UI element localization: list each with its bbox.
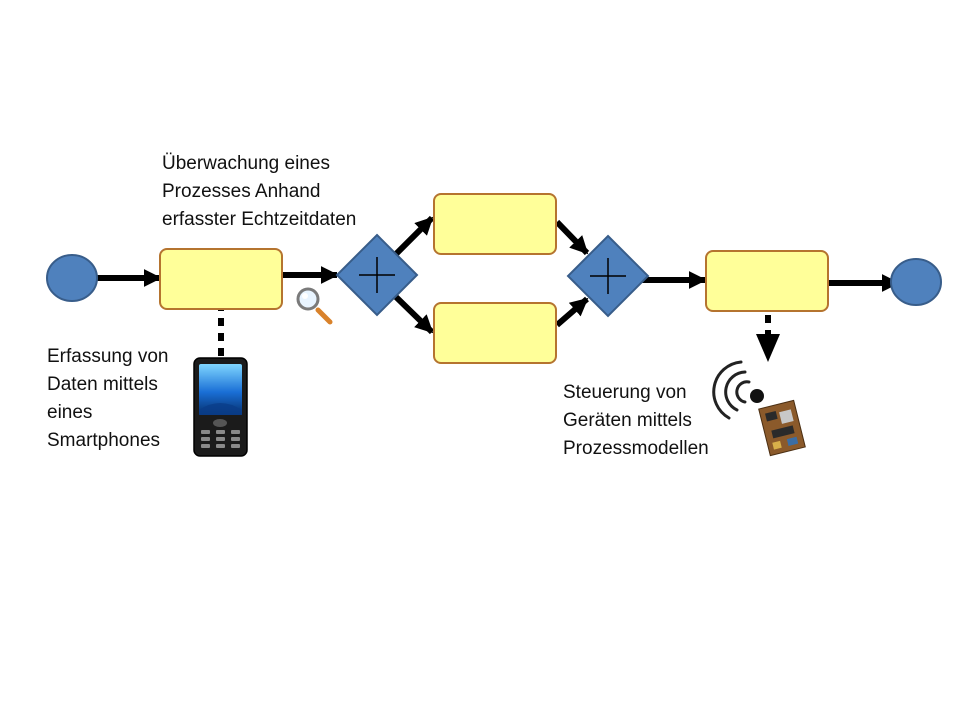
label-monitoring: Überwachung eines Prozesses Anhand erfas…	[162, 150, 356, 234]
association-arrowhead-down	[756, 334, 780, 362]
label-line: Daten mittels	[47, 374, 158, 395]
magnifier-icon	[296, 287, 333, 325]
flow-gateway1-to-task-bottom	[392, 293, 435, 335]
label-capture: Erfassung von Daten mittels eines Smartp…	[47, 343, 168, 455]
wireless-circuit-board-icon	[712, 360, 806, 457]
label-line: eines	[47, 402, 93, 423]
label-line: Smartphones	[47, 430, 161, 451]
task-monitoring[interactable]	[159, 248, 283, 310]
label-line: erfasster Echtzeitdaten	[162, 209, 357, 230]
label-line: Prozessmodellen	[563, 438, 709, 459]
parallel-gateway-split[interactable]	[335, 233, 419, 317]
task-parallel-bottom[interactable]	[433, 302, 557, 364]
label-line: Überwachung eines	[162, 153, 330, 174]
task-device-control[interactable]	[705, 250, 829, 312]
label-line: Geräten mittels	[563, 410, 692, 431]
flow-task-bottom-to-gateway2	[555, 296, 589, 328]
flow-gateway1-to-task-top	[392, 215, 435, 258]
parallel-gateway-join[interactable]	[566, 234, 650, 318]
start-event[interactable]	[46, 254, 98, 302]
label-line: Prozesses Anhand	[162, 181, 321, 202]
smartphone-icon	[193, 357, 248, 457]
label-control: Steuerung von Geräten mittels Prozessmod…	[563, 379, 709, 463]
label-line: Erfassung von	[47, 346, 169, 367]
label-line: Steuerung von	[563, 382, 687, 403]
plus-icon	[359, 257, 395, 293]
plus-icon	[590, 258, 626, 294]
end-event[interactable]	[890, 258, 942, 306]
task-parallel-top[interactable]	[433, 193, 557, 255]
flow-task-top-to-gateway2	[554, 219, 590, 256]
